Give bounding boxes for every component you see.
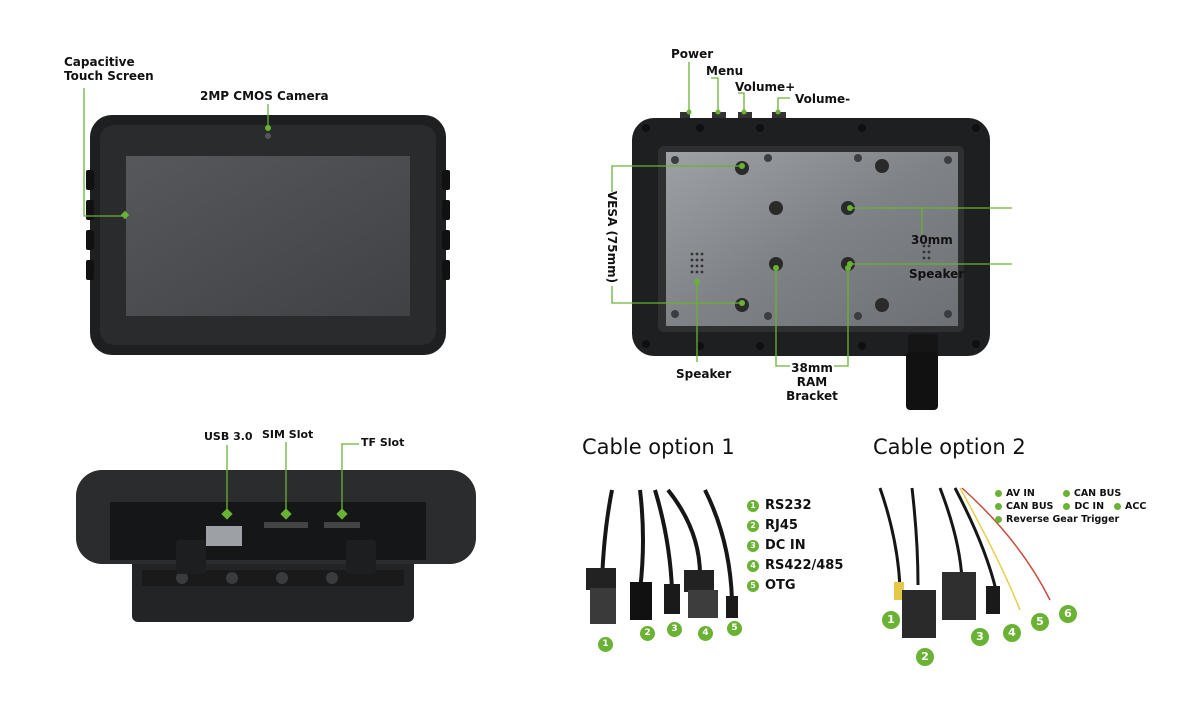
cable-connectors-2 <box>894 572 1000 638</box>
ram-bracket-label: 38mm RAM Bracket <box>782 361 842 403</box>
touch-screen-label-line1: Capacitive <box>64 55 135 69</box>
legend-label: AV IN <box>1006 488 1035 499</box>
speaker-bottom-label: Speaker <box>676 367 732 381</box>
connector-number: 4 <box>698 626 713 641</box>
legend-label: RJ45 <box>765 518 798 533</box>
legend-label: RS232 <box>765 498 812 513</box>
legend-label: Reverse Gear Trigger <box>1006 514 1120 525</box>
ram-bracket-line2: RAM <box>796 375 828 389</box>
cable-option-1-title: Cable option 1 <box>582 435 735 459</box>
legend-dot <box>995 516 1002 523</box>
legend-item: 4 RS422/485 <box>747 557 843 574</box>
camera-label: 2MP CMOS Camera <box>200 89 329 103</box>
legend-label: DC IN <box>1074 501 1105 512</box>
legend-dot <box>995 490 1002 497</box>
legend-item: 3 DC IN <box>747 537 843 554</box>
legend-badge: 5 <box>747 579 759 592</box>
connector-number: 3 <box>971 628 989 646</box>
connector-number: 2 <box>640 626 655 641</box>
legend-label: DC IN <box>765 538 806 553</box>
tf-label: TF Slot <box>361 436 405 449</box>
legend-item: 2 RJ45 <box>747 517 843 534</box>
connector-number: 1 <box>598 637 613 652</box>
power-label: Power <box>671 47 714 61</box>
touch-screen-label: Capacitive Touch Screen <box>64 55 154 83</box>
legend-dot <box>995 503 1002 510</box>
legend-label: CAN BUS <box>1006 501 1054 512</box>
legend-dot <box>1114 503 1122 510</box>
legend-row: Reverse Gear Trigger <box>995 513 1146 526</box>
legend-badge: 2 <box>747 519 759 532</box>
cable-option-1-legend: 1 RS232 2 RJ45 3 DC IN 4 RS422/485 5 OTG <box>747 497 843 594</box>
legend-label: CAN BUS <box>1073 488 1122 499</box>
rear-device <box>632 112 990 410</box>
speaker-right-label: Speaker <box>909 267 965 281</box>
spacing-30mm-label: 30mm <box>911 233 953 247</box>
front-device <box>86 115 450 355</box>
legend-dot <box>1062 490 1070 497</box>
cable-set-2 <box>878 487 1051 611</box>
volume-up-label: Volume+ <box>735 80 796 94</box>
legend-label: OTG <box>765 578 796 593</box>
connector-number: 2 <box>916 648 934 666</box>
legend-row: CAN BUS DC IN ACC <box>995 500 1146 513</box>
vesa-label: VESA (75mm) <box>605 190 619 284</box>
volume-down-label: Volume- <box>795 92 851 106</box>
sim-slot <box>264 522 308 528</box>
bottom-device <box>76 470 476 622</box>
callout-dots <box>120 109 853 520</box>
legend-badge: 3 <box>747 539 759 552</box>
callout-lines <box>83 62 1012 514</box>
legend-item: 5 OTG <box>747 577 843 594</box>
cable-option-2-title: Cable option 2 <box>873 435 1026 459</box>
ram-bracket-line3: Bracket <box>786 389 838 403</box>
camera-lens <box>265 133 271 139</box>
usb-label: USB 3.0 <box>204 430 253 443</box>
cable-connectors-1 <box>586 568 738 624</box>
legend-dot <box>1063 503 1071 510</box>
usb-port <box>206 526 242 546</box>
cable-option-2-legend: AV IN CAN BUS CAN BUS DC IN ACC Reverse … <box>995 487 1146 526</box>
legend-label: RS422/485 <box>765 558 844 573</box>
tf-slot <box>324 522 360 528</box>
legend-badge: 4 <box>747 559 759 572</box>
connector-number: 5 <box>1031 613 1049 631</box>
legend-label: ACC <box>1125 501 1147 512</box>
connector-number: 5 <box>727 621 742 636</box>
speaker-grill <box>690 244 931 274</box>
connector-number: 4 <box>1003 624 1021 642</box>
rear-plate <box>666 152 958 326</box>
menu-label: Menu <box>706 64 744 78</box>
sim-label: SIM Slot <box>262 428 314 441</box>
touch-screen <box>126 156 410 316</box>
legend-item: 1 RS232 <box>747 497 843 514</box>
connector-number: 3 <box>667 622 682 637</box>
touch-screen-label-line2: Touch Screen <box>64 69 154 83</box>
legend-badge: 1 <box>747 499 759 512</box>
ram-bracket-line1: 38mm <box>791 361 833 375</box>
connector-number: 1 <box>882 611 900 629</box>
connector-number: 6 <box>1059 605 1077 623</box>
legend-row: AV IN CAN BUS <box>995 487 1146 500</box>
